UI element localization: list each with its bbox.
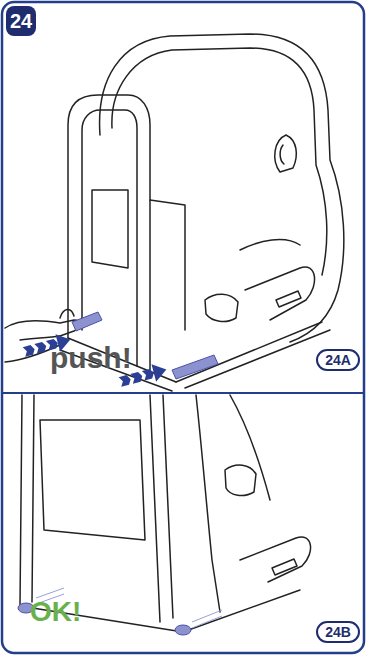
figure-number: 24 xyxy=(6,6,36,36)
hand xyxy=(5,320,79,336)
base-frame xyxy=(20,395,22,606)
base-frame xyxy=(150,395,160,622)
isofix-connector xyxy=(72,312,102,331)
base-panel xyxy=(40,420,145,540)
recline-slot xyxy=(272,559,297,575)
node-text: 24 xyxy=(10,10,32,33)
seat-shell xyxy=(196,395,220,612)
buckle-slot xyxy=(225,465,256,495)
base-side-edge xyxy=(176,322,322,382)
status-note: OK! xyxy=(30,596,81,628)
base-side xyxy=(150,200,185,330)
seat-shell xyxy=(100,34,344,342)
step-label: 24A xyxy=(316,349,360,371)
belt-guide xyxy=(275,135,297,172)
buckle-slot xyxy=(205,294,238,321)
step-label: 24B xyxy=(316,621,360,643)
seat-contour xyxy=(230,395,270,500)
base-panel xyxy=(92,190,128,268)
belt-guide-slot xyxy=(280,145,284,164)
recline-handle xyxy=(245,267,315,320)
node-text: 24B xyxy=(325,624,351,640)
base-frame xyxy=(68,95,150,372)
base-frame-inner xyxy=(82,110,137,366)
seat-shell-inner xyxy=(112,48,327,275)
recline-handle xyxy=(240,537,311,582)
node-text: 24A xyxy=(325,352,351,368)
base-frame xyxy=(32,395,34,602)
base-side-edge xyxy=(183,590,300,632)
isofix-connector xyxy=(175,625,191,635)
action-note: push! xyxy=(50,341,132,375)
panel-divider xyxy=(2,392,364,394)
isofix-connector xyxy=(172,355,218,379)
seat-drawing-bottom xyxy=(20,395,311,632)
base-frame xyxy=(163,395,173,618)
hand-thumb xyxy=(60,309,74,318)
seat-contour xyxy=(240,240,300,250)
recline-slot xyxy=(276,291,301,307)
seat-drawing-top xyxy=(5,34,344,391)
